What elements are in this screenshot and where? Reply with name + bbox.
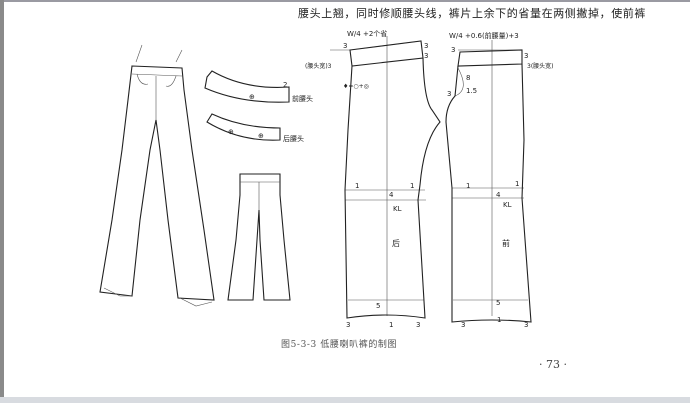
back-piece-label: 后 (392, 238, 400, 248)
dimension-label: 1 (355, 182, 359, 190)
trousers-sketch (99, 44, 215, 307)
front-top-formula: W/4 +0.6(前腰量)+3 (449, 31, 519, 40)
dimension-label: 5 (376, 302, 380, 310)
back-waistband: ⊕ ⊕ 后腰头 (206, 113, 304, 143)
front-waistband: ⊕ 2 前腰头 (204, 70, 313, 103)
window-bottom-bar (0, 397, 690, 403)
dimension-label: 3 (447, 90, 451, 98)
dimension-label: 3 (424, 42, 428, 50)
dimension-label: 1 (466, 182, 470, 190)
dart-formula: ♦=○+◎ (343, 83, 369, 90)
back-top-formula: W/4 +2个省 (347, 29, 387, 38)
figure-caption: 图5-3-3 低腰喇叭裤的制图 (281, 340, 398, 350)
dimension-label: 4 (496, 191, 501, 199)
dimension-label: 3 (524, 321, 528, 329)
body-text-line: 腰头上翘，同时修顺腰头线，裤片上余下的省量在两侧撇掉，使前裤 (298, 7, 646, 20)
window-left-border (0, 0, 4, 403)
dimension-label: 3 (424, 52, 428, 60)
dimension-label: 3 (524, 52, 528, 60)
front-waistband-label: 前腰头 (292, 94, 313, 103)
dimension-label: 3 (461, 321, 465, 329)
waistband-width-label: (腰头宽)3 (305, 62, 332, 70)
svg-text:⊕: ⊕ (249, 93, 255, 101)
dimension-label: 3 (346, 321, 350, 329)
knee-line-label: KL (503, 201, 512, 209)
page-number: · 73 · (539, 358, 567, 371)
dimension-label: 1.5 (466, 87, 477, 95)
dimension-label: 1 (515, 180, 519, 188)
dimension-label: 1 (389, 321, 393, 329)
back-pattern-piece: W/4 +2个省 (腰头宽)3 ♦=○+◎ 3 3 3 1 1 4 KL 后 5… (305, 29, 441, 329)
dimension-label: 2 (283, 81, 287, 89)
dimension-label: 4 (389, 191, 394, 199)
dimension-label: 1 (497, 316, 501, 324)
knee-line-label: KL (393, 205, 402, 213)
front-pattern-piece: W/4 +0.6(前腰量)+3 3(腰头宽) 3 3 8 1.5 3 1 1 4… (445, 31, 554, 329)
dimension-label: 3 (343, 42, 347, 50)
dimension-label: 5 (496, 299, 500, 307)
waistband-width-label: 3(腰头宽) (527, 62, 554, 70)
window-top-border (0, 0, 690, 2)
svg-text:⊕: ⊕ (228, 128, 234, 136)
svg-text:⊕: ⊕ (258, 132, 264, 140)
trousers-back-sketch (227, 173, 291, 301)
dimension-label: 8 (466, 74, 470, 82)
back-waistband-label: 后腰头 (283, 134, 304, 143)
dimension-label: 3 (451, 46, 455, 54)
dimension-label: 3 (416, 321, 420, 329)
dimension-label: 1 (410, 182, 414, 190)
front-piece-label: 前 (502, 238, 510, 248)
